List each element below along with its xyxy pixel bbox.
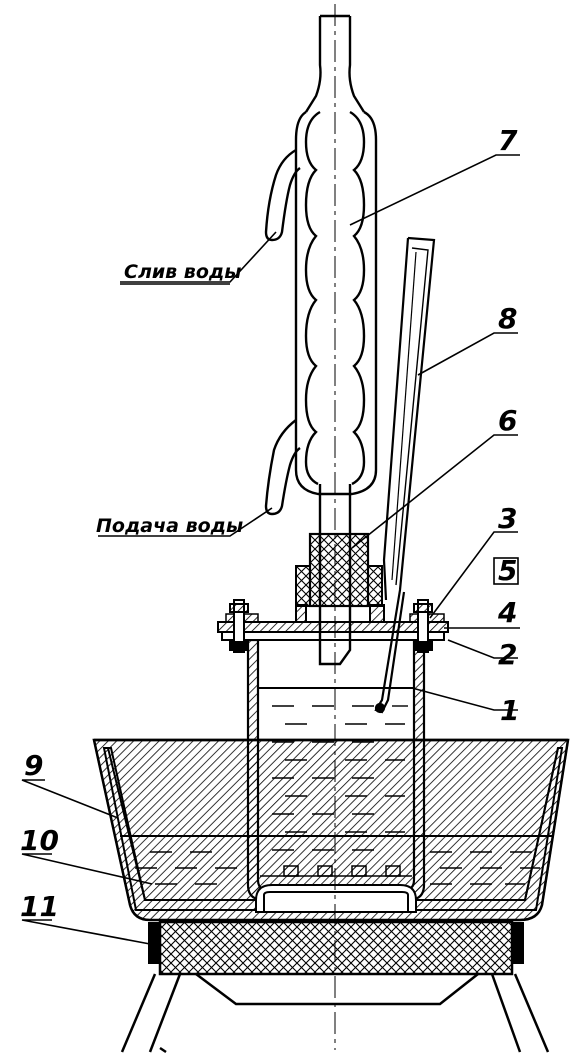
label-2: 2 (498, 638, 517, 671)
label-10: 10 (20, 824, 59, 857)
bath-water (120, 835, 552, 885)
label-3: 3 (498, 502, 517, 535)
label-4: 4 (497, 596, 517, 629)
clamp-bolts (229, 599, 433, 653)
label-drain: Слив воды (124, 261, 241, 283)
leader-lines (21, 154, 520, 945)
label-7: 7 (498, 124, 518, 157)
heater-block (148, 920, 524, 976)
label-9: 9 (24, 749, 43, 782)
stopper (295, 532, 383, 608)
thermometer (374, 236, 436, 714)
label-6: 6 (498, 404, 517, 437)
label-8: 8 (498, 302, 517, 335)
stand-legs (120, 973, 550, 1054)
label-supply: Подача воды (96, 515, 243, 537)
label-11: 11 (20, 890, 59, 923)
label-5: 5 (498, 554, 517, 587)
label-1: 1 (500, 694, 519, 727)
label-5-frame (493, 557, 519, 585)
